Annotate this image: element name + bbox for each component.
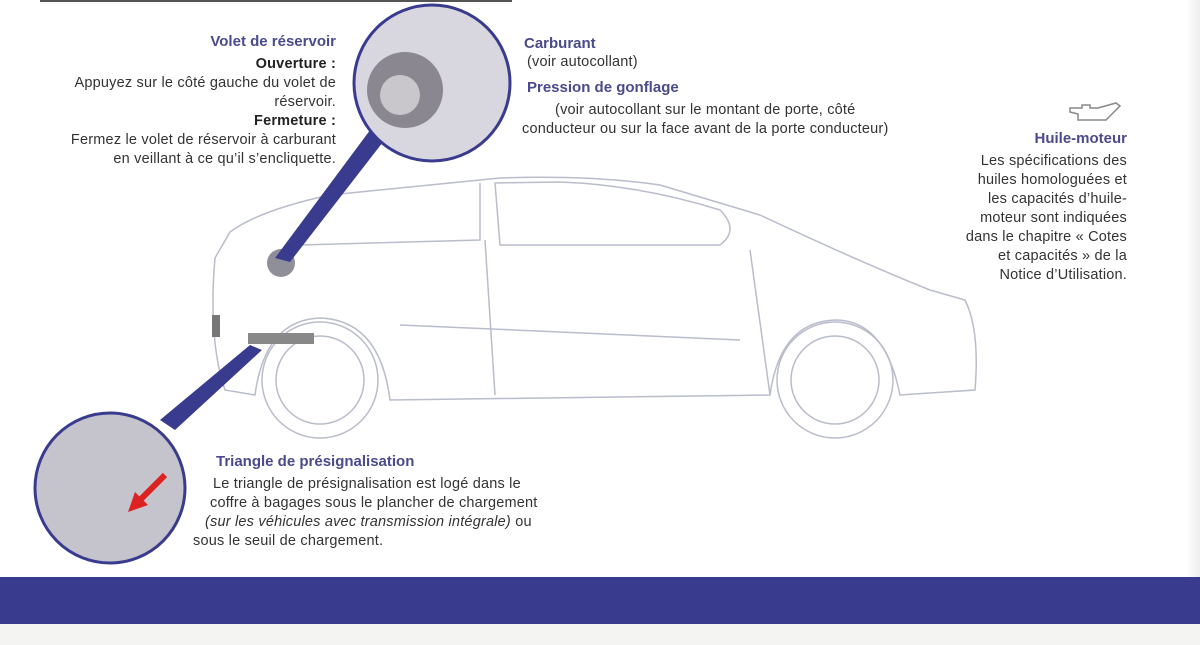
fuel-text: (voir autocollant) <box>527 54 638 70</box>
engine-oil-line: les capacités d’huile- <box>988 191 1127 207</box>
warning-triangle-line: sous le seuil de chargement. <box>193 533 384 549</box>
closing-label: Fermeture : <box>254 113 336 129</box>
engine-oil-line: moteur sont indiquées <box>980 210 1127 226</box>
engine-oil-line: huiles homologuées et <box>977 172 1127 188</box>
page-bottom-margin <box>0 624 1200 645</box>
warning-triangle-text: Le triangle de présignalisation est logé… <box>193 475 613 551</box>
oil-can-icon <box>1069 102 1122 121</box>
engine-oil-line: Les spécifications des <box>980 153 1127 169</box>
closing-line: en veillant à ce qu’il s’encliquette. <box>113 151 336 167</box>
footer-band <box>0 577 1200 624</box>
engine-oil-line: Notice d’Utilisation. <box>999 267 1127 283</box>
warning-triangle-line: Le triangle de présignalisation est logé… <box>213 476 521 492</box>
tyre-pressure-line: (voir autocollant sur le montant de port… <box>555 102 856 118</box>
engine-oil-line: dans le chapitre « Cotes <box>965 229 1127 245</box>
warning-triangle-line: coffre à bagages sous le plancher de cha… <box>210 495 538 511</box>
opening-label: Ouverture : <box>255 56 336 72</box>
tyre-pressure-text: (voir autocollant sur le montant de port… <box>522 101 888 139</box>
opening-line: Appuyez sur le côté gauche du volet de <box>74 75 336 91</box>
closing-line: Fermez le volet de réservoir à carburant <box>70 132 336 148</box>
page-edge <box>1186 0 1200 577</box>
engine-oil-line: et capacités » de la <box>998 248 1127 264</box>
fuel-flap-title: Volet de réservoir <box>210 33 336 50</box>
tyre-pressure-title: Pression de gonflage <box>527 79 679 96</box>
tyre-pressure-line: conducteur ou sur la face avant de la po… <box>522 121 889 137</box>
warning-triangle-italic: (sur les véhicules avec transmission int… <box>205 514 511 530</box>
warning-triangle-line: ou <box>510 514 532 530</box>
engine-oil-title: Huile-moteur <box>1034 130 1127 147</box>
opening-line: réservoir. <box>274 94 336 110</box>
top-rule <box>40 0 512 2</box>
car-illustration <box>33 3 977 565</box>
fuel-title: Carburant <box>524 35 596 52</box>
warning-triangle-title: Triangle de présignalisation <box>216 453 415 470</box>
fuel-flap-text: Ouverture : Appuyez sur le côté gauche d… <box>71 55 336 169</box>
engine-oil-text: Les spécifications des huiles homologuée… <box>966 152 1127 285</box>
